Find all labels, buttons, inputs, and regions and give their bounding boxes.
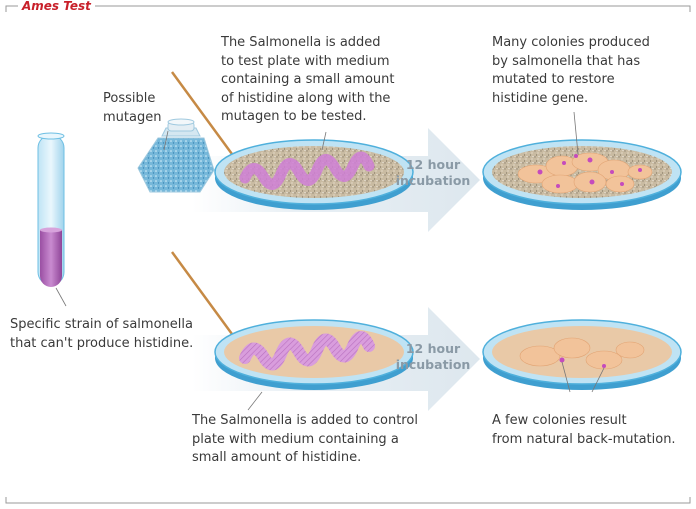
test-tube <box>37 132 67 307</box>
test-result-plate <box>482 111 682 210</box>
test-plate <box>214 131 414 210</box>
bottom-incubation-label: 12 hour incubation <box>395 341 471 372</box>
frame <box>5 5 691 504</box>
salmonella-strain-label: Specific strain of salmonella that can't… <box>10 317 194 351</box>
control-plate <box>214 319 414 411</box>
control-plate-label: The Salmonella is added to control plate… <box>192 413 418 465</box>
many-colonies-label: Many colonies produced by salmonella tha… <box>492 35 650 106</box>
mutagen-bottle <box>137 118 215 193</box>
possible-mutagen-label: Possible mutagen <box>103 91 162 125</box>
control-result-plate <box>482 319 682 393</box>
few-colonies-label: A few colonies result from natural back-… <box>492 413 676 447</box>
diagram-title: Ames Test <box>18 0 95 12</box>
top-incubation-label: 12 hour incubation <box>395 157 471 188</box>
test-plate-label: The Salmonella is added to test plate wi… <box>221 35 395 124</box>
